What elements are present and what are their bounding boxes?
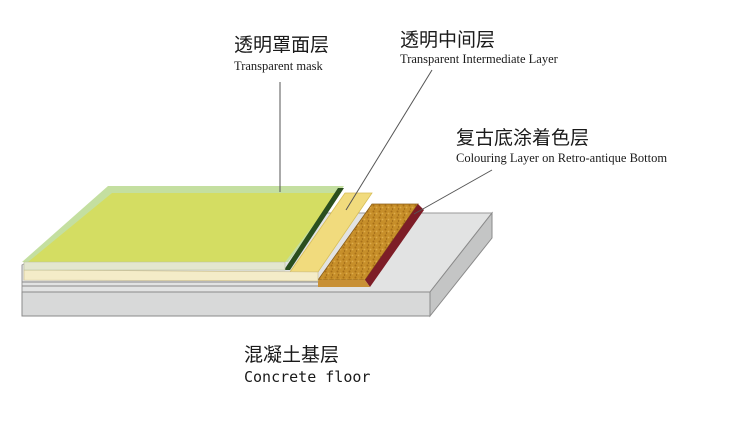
mask-layer bbox=[22, 186, 344, 271]
concrete-label-zh: 混凝土基层 bbox=[244, 344, 339, 366]
colouring-leader-line bbox=[413, 169, 493, 215]
intermediate-front-face bbox=[23, 269, 319, 282]
concrete-label-en: Concrete floor bbox=[244, 368, 370, 386]
colouring-edge-face bbox=[365, 204, 424, 287]
colouring-label-zh: 复古底涂着色层 bbox=[456, 127, 589, 149]
mask-label-zh: 透明罩面层 bbox=[234, 34, 329, 56]
colouring-front-face bbox=[318, 280, 370, 287]
concrete-label: 混凝土基层 Concrete floor bbox=[244, 344, 370, 386]
intermediate-label-en: Transparent Intermediate Layer bbox=[400, 52, 559, 66]
intermediate-label: 透明中间层 Transparent Intermediate Layer bbox=[400, 29, 559, 66]
mask-front-face bbox=[23, 261, 286, 271]
intermediate-label-zh: 透明中间层 bbox=[400, 29, 495, 51]
colouring-label-en: Colouring Layer on Retro-antique Bottom bbox=[456, 151, 667, 165]
colouring-label: 复古底涂着色层 Colouring Layer on Retro-antique… bbox=[456, 127, 667, 165]
colouring-layer bbox=[317, 203, 424, 287]
mask-edge-stripe bbox=[284, 188, 344, 270]
concrete-front-face bbox=[21, 291, 431, 317]
mask-label: 透明罩面层 Transparent mask bbox=[234, 34, 329, 73]
concrete-side-face bbox=[429, 211, 493, 318]
mask-top-face bbox=[28, 193, 338, 262]
intermediate-leader-line bbox=[345, 69, 433, 211]
intermediate-layer bbox=[23, 192, 373, 282]
mask-label-en: Transparent mask bbox=[234, 59, 324, 73]
